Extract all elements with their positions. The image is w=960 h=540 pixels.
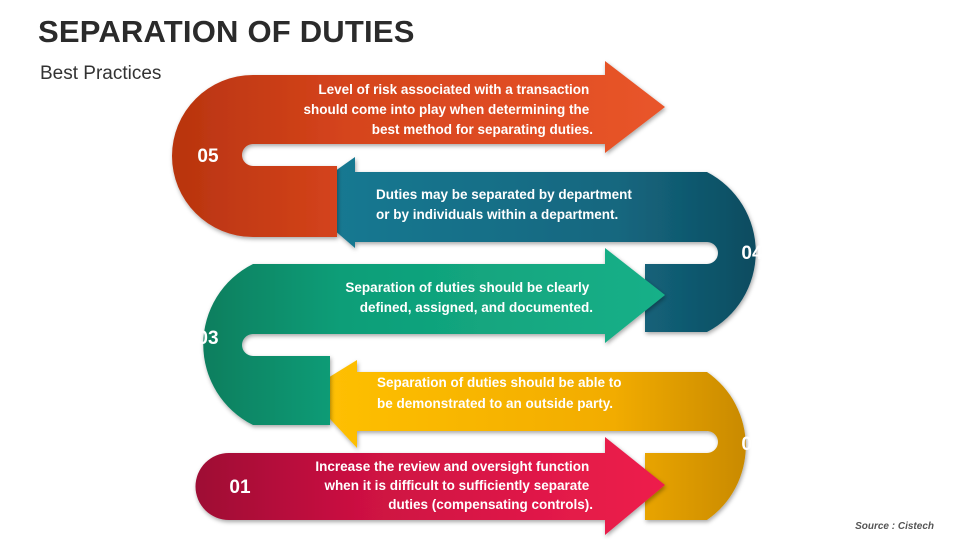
step-01-line-2: when it is difficult to sufficiently sep…: [323, 478, 589, 493]
step-04-number: 04: [741, 243, 763, 264]
step-02-line-2: be demonstrated to an outside party.: [377, 396, 613, 411]
step-04-shape: [297, 157, 756, 332]
step-05-description: Level of risk associated with a transact…: [303, 82, 593, 137]
source-note: Source : Cistech: [855, 521, 934, 532]
step-03-line-2: defined, assigned, and documented.: [360, 300, 593, 315]
step-03-line-1: Separation of duties should be clearly: [345, 280, 589, 295]
step-02-shape: [305, 360, 746, 520]
step-03-description: Separation of duties should be clearly d…: [345, 280, 593, 315]
step-04-line-2: or by individuals within a department.: [376, 207, 618, 222]
step-01-line-1: Increase the review and oversight functi…: [315, 459, 589, 474]
step-01-description: Increase the review and oversight functi…: [315, 459, 593, 512]
step-01-number: 01: [229, 477, 251, 498]
step-05-line-3: best method for separating duties.: [372, 122, 593, 137]
step-05-line-2: should come into play when determining t…: [303, 102, 589, 117]
step-02-number: 02: [741, 434, 762, 455]
step-05-shape: [172, 61, 665, 237]
step-05-line-1: Level of risk associated with a transact…: [318, 82, 589, 97]
step-03-number: 03: [197, 328, 218, 349]
page-subtitle: Best Practices: [40, 63, 162, 84]
step-02-description: Separation of duties should be able to b…: [377, 375, 625, 411]
page-title: SEPARATION OF DUTIES: [38, 14, 415, 49]
step-02-line-1: Separation of duties should be able to: [377, 375, 622, 390]
step-05-number: 05: [197, 146, 219, 167]
step-01-shape: [195, 437, 665, 535]
step-04-description: Duties may be separated by department or…: [376, 187, 636, 222]
step-01-line-3: duties (compensating controls).: [388, 497, 593, 512]
step-04-line-1: Duties may be separated by department: [376, 187, 632, 202]
step-03-shape: [203, 248, 665, 425]
